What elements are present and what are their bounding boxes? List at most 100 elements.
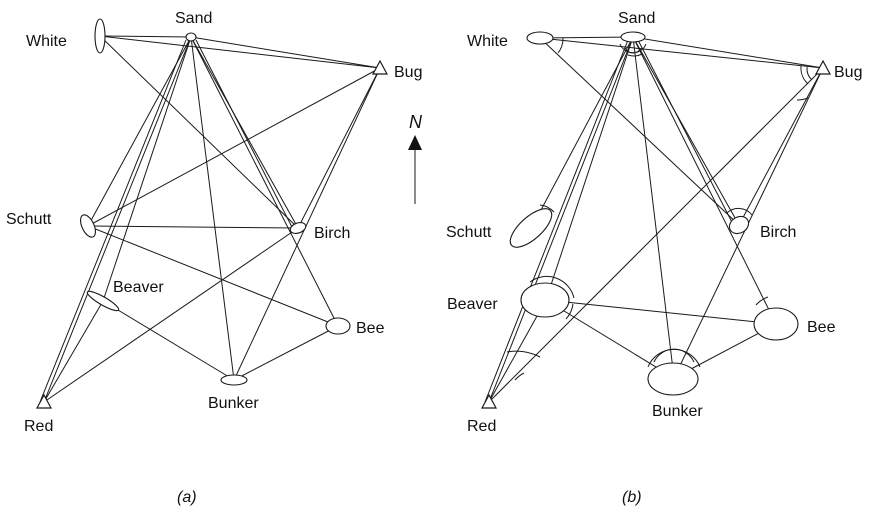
station-label-bunker: Bunker	[208, 395, 259, 412]
line-sand-red-1	[43, 36, 192, 403]
station-label-b-birch: Birch	[760, 224, 796, 241]
control-triangle-red	[35, 393, 53, 409]
line-sand-birch-2	[195, 39, 295, 232]
error-ellipse-b-bee	[753, 307, 799, 341]
line-sand-birch-1	[190, 36, 299, 229]
line-sand-bug	[190, 36, 381, 69]
line-b-sand-bunker	[632, 36, 675, 379]
line-b-white-bug	[539, 37, 824, 69]
station-label-b-schutt: Schutt	[446, 224, 492, 241]
angle-arc-bug-3	[796, 97, 809, 101]
line-sand-schutt	[87, 36, 192, 227]
station-label-white: White	[26, 33, 67, 50]
station-label-b-red: Red	[467, 418, 496, 435]
angle-arc-schutt	[539, 204, 555, 213]
line-b-sand-bee	[632, 36, 777, 325]
error-ellipse-b-birch	[728, 215, 750, 235]
line-white-birch	[99, 35, 299, 229]
station-label-b-bug: Bug	[834, 64, 862, 81]
error-ellipse-b-sand	[620, 31, 646, 43]
angle-arc-bug-1	[800, 65, 809, 85]
station-label-birch: Birch	[314, 225, 350, 242]
angle-arc-sand-3	[627, 53, 643, 57]
angle-arc-white	[557, 37, 564, 54]
line-b-white-sand	[539, 36, 634, 39]
north-arrow: N	[408, 112, 423, 204]
line-white-sand	[99, 35, 192, 38]
line-beaver-red	[43, 300, 104, 403]
line-b-sand-red-1	[488, 36, 634, 403]
line-birch-red	[43, 227, 299, 403]
panel-a-observation-lines	[39, 35, 381, 403]
control-triangle-b-red	[480, 393, 498, 409]
error-ellipse-white	[94, 18, 106, 54]
error-ellipse-birch	[289, 222, 307, 234]
line-bunker-bee	[233, 325, 339, 381]
station-label-b-bunker: Bunker	[652, 403, 703, 420]
station-label-b-bee: Bee	[807, 319, 836, 336]
angle-arc-red-2	[514, 372, 525, 381]
error-ellipse-beaver	[86, 290, 120, 312]
error-ellipse-bee	[325, 317, 351, 335]
panel-a-station-markers	[35, 18, 389, 409]
angle-arc-beaver-1	[529, 275, 575, 299]
error-ellipse-sand	[185, 32, 197, 42]
panel-a: Sand White Bug Schutt Birch Beaver Bee B…	[6, 10, 422, 506]
line-b-sand-birch-2	[637, 39, 736, 229]
panel-b-angle-arcs	[506, 37, 813, 381]
line-b-sand-bug	[632, 36, 824, 69]
north-arrow-head	[408, 135, 422, 150]
angle-arc-red-1	[506, 350, 541, 358]
station-label-sand: Sand	[175, 10, 212, 27]
line-white-bug	[99, 35, 381, 69]
station-label-red: Red	[24, 418, 53, 435]
line-b-beaver-bunker	[545, 299, 675, 379]
line-beaver-bunker	[102, 300, 235, 381]
error-ellipse-schutt	[80, 214, 96, 238]
station-label-bug: Bug	[394, 64, 422, 81]
line-b-beaver-bee	[545, 299, 777, 325]
line-sand-red-2	[39, 39, 187, 403]
error-ellipse-b-beaver	[520, 282, 570, 318]
line-b-white-birch	[539, 37, 740, 226]
line-schutt-bee	[87, 225, 339, 327]
line-b-bug-red	[488, 67, 824, 403]
error-ellipse-b-white	[526, 31, 554, 45]
line-b-sand-red-2	[484, 39, 629, 403]
angle-arc-bee	[755, 296, 769, 306]
angle-arc-birch	[726, 207, 753, 216]
station-label-bee: Bee	[356, 320, 385, 337]
panel-a-station-labels: Sand White Bug Schutt Birch Beaver Bee B…	[6, 10, 422, 435]
angle-arc-sand-2	[624, 47, 642, 54]
error-ellipse-bunker	[220, 374, 248, 386]
angle-arc-bug-2	[806, 66, 813, 81]
panel-a-caption: (a)	[177, 489, 197, 506]
angle-arc-beaver-2	[565, 303, 574, 320]
north-label: N	[409, 112, 423, 132]
line-b-bug-birch	[738, 67, 824, 226]
panel-b: Sand White Bug Schutt Birch Beaver Bee B…	[446, 10, 862, 506]
control-triangle-bug	[371, 59, 389, 75]
station-label-b-beaver: Beaver	[447, 296, 498, 313]
error-ellipse-b-schutt	[509, 208, 553, 248]
panel-b-station-labels: Sand White Bug Schutt Birch Beaver Bee B…	[446, 10, 862, 435]
panel-b-caption: (b)	[622, 489, 642, 506]
station-label-b-white: White	[467, 33, 508, 50]
line-schutt-birch	[87, 225, 299, 229]
station-label-b-sand: Sand	[618, 10, 655, 27]
angle-arc-bunker-2	[653, 348, 695, 363]
station-label-schutt: Schutt	[6, 211, 52, 228]
line-sand-bunker	[190, 36, 235, 381]
line-bug-schutt	[87, 67, 381, 227]
line-sand-bee	[190, 36, 339, 327]
line-bug-bunker	[233, 67, 381, 381]
line-sand-beaver	[102, 36, 192, 302]
station-label-beaver: Beaver	[113, 279, 164, 296]
error-ellipse-b-bunker	[647, 362, 699, 396]
control-triangle-b-bug	[814, 59, 832, 75]
panel-b-station-markers	[480, 31, 832, 409]
line-bug-birch	[297, 67, 381, 229]
line-b-sand-birch-1	[632, 36, 740, 226]
